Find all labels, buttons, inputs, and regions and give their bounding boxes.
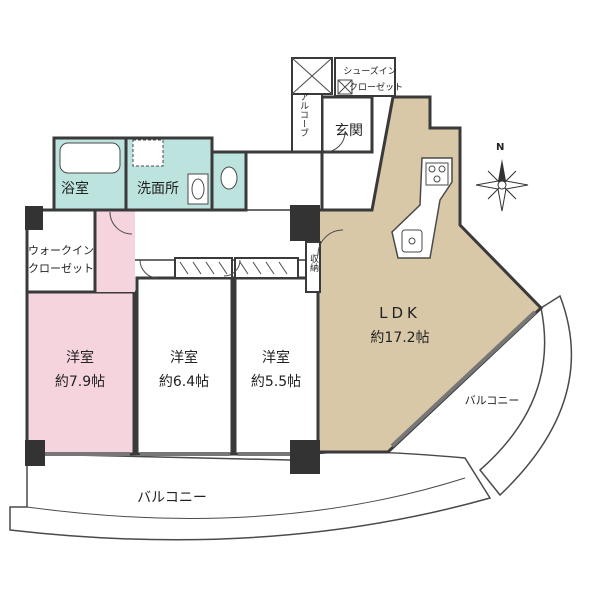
balcony-right-label: バルコニー <box>465 394 520 407</box>
door-swing <box>223 259 241 277</box>
kitchen-sink <box>401 229 423 253</box>
western-room-1-label: 洋室 <box>66 349 94 366</box>
bottom-balcony-outline <box>9 451 492 541</box>
shoes-closet-label-2: クローゼット <box>349 81 403 93</box>
closet-room-3 <box>234 257 299 279</box>
washing-machine-pan <box>132 139 164 167</box>
pillar <box>25 440 45 466</box>
storage-label: 収納 <box>308 253 319 273</box>
western-room-3-size: 約5.5帖 <box>251 374 301 390</box>
burner <box>433 175 441 183</box>
door-swing <box>324 131 346 153</box>
toilet <box>220 166 238 190</box>
washbasin <box>187 173 209 205</box>
window <box>390 310 537 448</box>
basin-bowl <box>191 178 205 200</box>
shoes-closet-label-1: シューズイン <box>343 65 397 77</box>
door-swing <box>317 229 344 256</box>
sink-drain <box>408 237 416 245</box>
meter-box-cross <box>337 79 353 95</box>
alcove-label: アルコーブ <box>298 92 309 137</box>
washroom-label: 洗面所 <box>137 181 179 197</box>
walk-in-closet-label-1: ウォークイン <box>28 244 94 257</box>
western-room-1-size: 約7.9帖 <box>55 374 105 390</box>
right-balcony-outline <box>478 294 573 497</box>
burner <box>438 165 446 173</box>
western-room-1 <box>25 290 136 456</box>
western-room-3-label: 洋室 <box>262 349 290 366</box>
walk-in-closet-label-2: クローゼット <box>28 262 94 275</box>
ldk-room <box>316 95 544 454</box>
corridor-pink <box>95 210 135 292</box>
door-swing <box>139 259 159 279</box>
stove <box>425 162 449 186</box>
closet-room-2 <box>174 257 233 279</box>
bathtub <box>59 142 121 174</box>
pillar <box>290 205 320 241</box>
ldk-size: 約17.2帖 <box>370 330 429 346</box>
bathroom-label: 浴室 <box>61 180 89 197</box>
western-room-2-size: 約6.4帖 <box>159 374 209 390</box>
western-room-2 <box>135 276 234 456</box>
compass <box>475 159 529 212</box>
compass-center <box>497 180 507 190</box>
western-room-3 <box>233 276 320 456</box>
corridor-wall <box>246 150 324 210</box>
ldk-label: LDK <box>379 304 421 322</box>
balcony-bottom-label: バルコニー <box>137 490 207 506</box>
door-swing <box>109 211 133 235</box>
storage <box>305 241 321 293</box>
entrance-label: 玄関 <box>335 122 363 139</box>
alcove-box-cross <box>291 57 333 95</box>
western-room-2-label: 洋室 <box>170 349 198 366</box>
closet-door-marks <box>179 261 288 275</box>
pillar <box>25 206 43 230</box>
pillar <box>290 440 320 474</box>
balcony-curve-inner <box>26 477 466 519</box>
compass-label: N <box>496 142 504 153</box>
burner <box>428 165 436 173</box>
compass-needle-north <box>498 159 506 185</box>
